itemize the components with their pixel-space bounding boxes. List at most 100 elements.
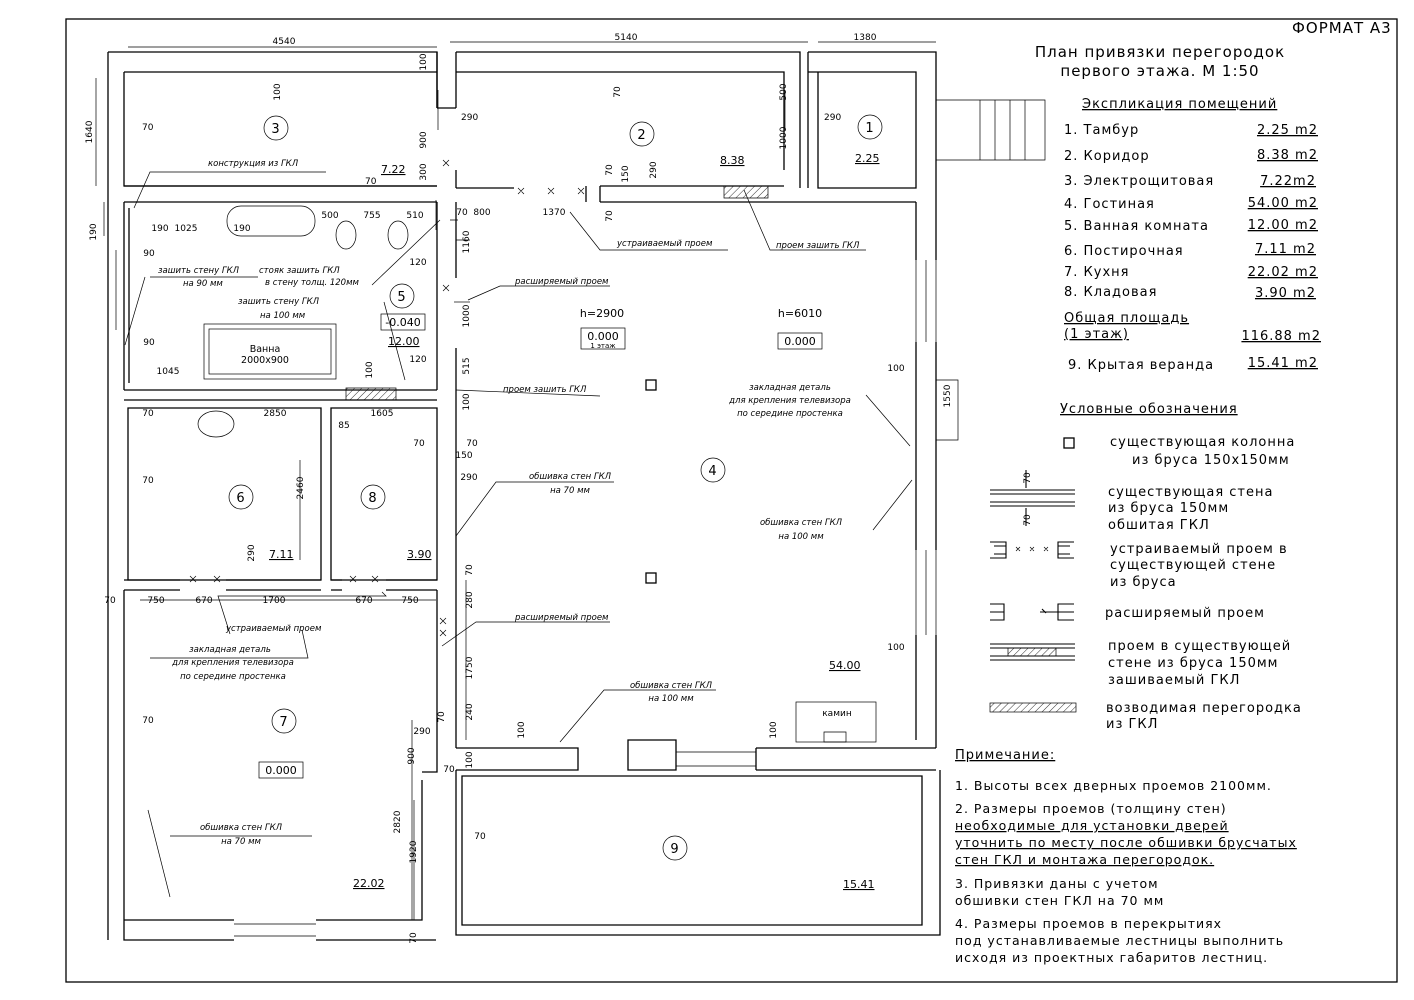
room-2-number: 2 xyxy=(637,128,646,143)
exp-veranda-area: 15.41 m2 xyxy=(1248,356,1318,371)
room-3-area: 7.22 xyxy=(381,163,406,176)
dim: 90 xyxy=(143,338,155,348)
dim: 755 xyxy=(363,211,380,221)
ann-clad70b-1: обшивка стен ГКЛ xyxy=(200,823,283,833)
room-5-area: 12.00 xyxy=(388,335,420,348)
note-2-line3: уточнить по месту после обшивки брусчаты… xyxy=(955,835,1297,850)
dimension-numbers: 4540 5140 1380 1640 190 100 100 70 70 29… xyxy=(85,33,953,944)
dim: 510 xyxy=(406,211,423,221)
level-hall-a-sub: 1 этаж xyxy=(590,342,616,350)
height-h2900: h=2900 xyxy=(580,307,624,320)
note-3-line1: 3. Привязки даны с учетом xyxy=(955,876,1159,891)
dim: 70 xyxy=(142,716,154,726)
room-1-area: 2.25 xyxy=(855,152,880,165)
ann-widened-2: расширяемый проем xyxy=(514,613,609,623)
legend-new-opening-3: из бруса xyxy=(1110,575,1177,590)
legend: Условные обозначения существующая колонн… xyxy=(989,402,1301,732)
room-areas: 7.22 8.38 2.25 12.00 7.11 3.90 54.00 22.… xyxy=(269,152,880,891)
dim: 100 xyxy=(273,83,283,100)
exp-row-2-name: 2. Коридор xyxy=(1064,149,1150,164)
room-8-number: 8 xyxy=(368,491,377,506)
dim: 1700 xyxy=(263,596,286,606)
dim: 1550 xyxy=(943,384,953,407)
room-6-area: 7.11 xyxy=(269,548,294,561)
exp-row-2-area: 8.38 m2 xyxy=(1257,148,1318,163)
dim: 85 xyxy=(338,421,349,431)
room-7-area: 22.02 xyxy=(353,877,385,890)
legend-wall-3: обшитая ГКЛ xyxy=(1108,518,1210,533)
room-6-number: 6 xyxy=(236,491,245,506)
dim: 70 xyxy=(443,765,455,775)
dim: 100 xyxy=(462,393,472,410)
notes-heading: Примечание: xyxy=(955,748,1055,763)
ann-clad70-1: обшивка стен ГКЛ xyxy=(529,472,612,482)
note-1: 1. Высоты всех дверных проемов 2100мм. xyxy=(955,778,1272,793)
legend-wall-2: из бруса 150мм xyxy=(1108,501,1229,516)
dim: 500 xyxy=(779,83,789,100)
dim: 70 xyxy=(142,409,154,419)
exp-row-4-area: 54.00 m2 xyxy=(1248,196,1318,211)
notes: Примечание: 1. Высоты всех дверных проем… xyxy=(955,748,1297,965)
ann-clad100-1: обшивка стен ГКЛ xyxy=(760,518,843,528)
height-h6010: h=6010 xyxy=(778,307,822,320)
room-4-number: 4 xyxy=(708,464,717,479)
legend-sealed-2: стене из бруса 150мм xyxy=(1108,656,1278,671)
level-hall-b: 0.000 xyxy=(784,335,816,348)
legend-sealed-3: зашиваемый ГКЛ xyxy=(1108,673,1240,688)
room-5-number: 5 xyxy=(397,290,406,305)
ann-seal-2: проем зашить ГКЛ xyxy=(503,385,587,395)
dim: 1000 xyxy=(462,304,472,327)
dim: 1750 xyxy=(465,656,475,679)
ann-seal-1: проем зашить ГКЛ xyxy=(776,241,860,251)
legend-partition-2: из ГКЛ xyxy=(1106,717,1158,732)
plan-title-line2: первого этажа. М 1:50 xyxy=(1060,62,1259,80)
legend-dim-70a: 70 xyxy=(1023,472,1033,484)
dim: 290 xyxy=(460,473,477,483)
dim: 2460 xyxy=(296,476,306,499)
note-2-line4: стен ГКЛ и монтажа перегородок. xyxy=(955,852,1214,867)
room-9-number: 9 xyxy=(670,842,679,857)
fireplace-label: камин xyxy=(822,709,852,719)
ann-embed1-3: по середине простенка xyxy=(737,409,843,419)
dim: 750 xyxy=(401,596,418,606)
dim: 240 xyxy=(465,703,475,720)
level-kitchen: 0.000 xyxy=(265,764,297,777)
explication-heading: Экспликация помещений xyxy=(1082,97,1277,112)
dim: 70 xyxy=(409,932,419,944)
exp-total-label-2: (1 этаж) xyxy=(1064,327,1129,342)
dim: 1370 xyxy=(543,208,566,218)
room-2-area: 8.38 xyxy=(720,154,745,167)
exp-row-5-name: 5. Ванная комната xyxy=(1064,219,1209,234)
legend-sealed-1: проем в существующей xyxy=(1108,639,1291,654)
ann-clad100b-1: обшивка стен ГКЛ xyxy=(630,681,713,691)
exp-row-5-area: 12.00 m2 xyxy=(1248,218,1318,233)
dim: 70 xyxy=(474,832,486,842)
dim: 290 xyxy=(461,113,478,123)
plan-annotations: конструкция из ГКЛ зашить стену ГКЛ на 9… xyxy=(158,159,860,847)
ann-widened-1: расширяемый проем xyxy=(514,277,609,287)
dim: 70 xyxy=(466,439,478,449)
dim: 500 xyxy=(321,211,338,221)
dim: 290 xyxy=(413,727,430,737)
legend-wall-1: существующая стена xyxy=(1108,485,1273,500)
dim: 100 xyxy=(517,721,527,738)
level-marks: -0.040 h=2900 0.000 1 этаж h=6010 0.000 … xyxy=(258,307,823,779)
dim: 150 xyxy=(621,165,631,182)
ann-sew90-1: зашить стену ГКЛ xyxy=(158,266,240,276)
exp-row-3-name: 3. Электрощитовая xyxy=(1064,174,1214,189)
dim: 1640 xyxy=(85,120,95,143)
ann-embed2-2: для крепления телевизора xyxy=(171,658,294,668)
dim: 900 xyxy=(419,131,429,148)
dim: 100 xyxy=(887,643,904,653)
dim: 120 xyxy=(409,355,426,365)
dim: 70 xyxy=(142,476,154,486)
sheet-frame xyxy=(65,18,1398,983)
dim: 120 xyxy=(409,258,426,268)
exp-row-8-name: 8. Кладовая xyxy=(1064,285,1157,300)
note-4-line2: под устанавливаемые лестницы выполнить xyxy=(955,933,1284,948)
dim: 70 xyxy=(437,711,447,723)
dim: 290 xyxy=(247,544,257,561)
ann-embed1-1: закладная деталь xyxy=(749,383,831,393)
level-hall-a: 0.000 xyxy=(587,330,619,343)
